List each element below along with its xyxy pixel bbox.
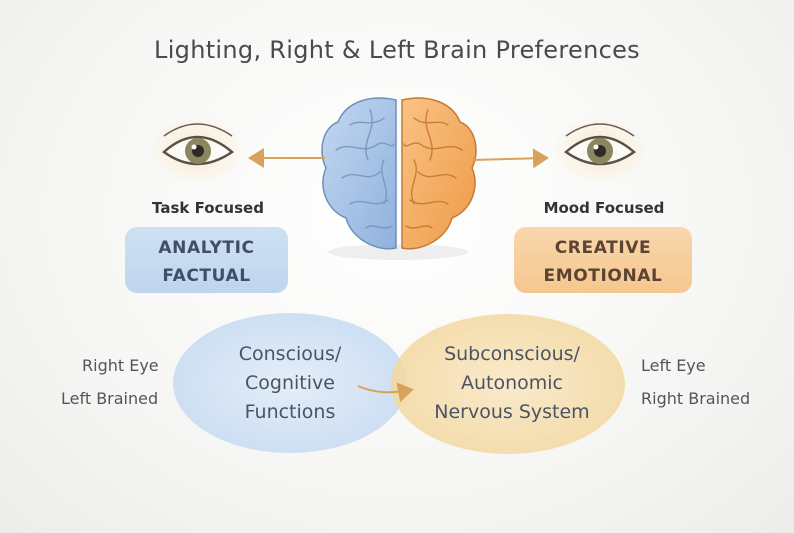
analytic-factual-box: ANALYTIC FACTUAL bbox=[125, 227, 288, 293]
conscious-line1: Conscious/ bbox=[238, 343, 342, 365]
right-eye-label: Right Eye bbox=[82, 356, 159, 375]
diagram-title: Lighting, Right & Left Brain Preferences bbox=[154, 36, 640, 64]
left-brained-label: Left Brained bbox=[61, 389, 159, 408]
ellipse-arrow bbox=[357, 382, 414, 403]
task-focused-label: Task Focused bbox=[152, 199, 264, 217]
right-hemisphere bbox=[401, 97, 477, 250]
creative-emotional-box: CREATIVE EMOTIONAL bbox=[514, 227, 692, 293]
conscious-text: Conscious/ Cognitive Functions bbox=[200, 340, 380, 427]
left-eye-icon bbox=[552, 116, 648, 184]
conscious-line3: Functions bbox=[244, 401, 336, 423]
subconscious-text: Subconscious/ Autonomic Nervous System bbox=[412, 340, 612, 427]
subconscious-line2: Autonomic bbox=[460, 372, 563, 394]
subconscious-line3: Nervous System bbox=[434, 401, 590, 423]
brain-icon bbox=[321, 97, 477, 260]
subconscious-ellipse bbox=[391, 314, 625, 454]
right-eye-icon bbox=[149, 116, 245, 184]
creative-label: CREATIVE bbox=[554, 238, 652, 258]
left-eye-label: Left Eye bbox=[641, 356, 706, 375]
left-hemisphere bbox=[321, 97, 397, 250]
right-brained-label: Right Brained bbox=[641, 389, 751, 408]
subconscious-line1: Subconscious/ bbox=[444, 343, 580, 365]
arrow-to-right-eye bbox=[471, 148, 549, 169]
factual-label: FACTUAL bbox=[162, 266, 251, 286]
emotional-label: EMOTIONAL bbox=[543, 266, 663, 286]
conscious-ellipse bbox=[173, 313, 407, 453]
analytic-label: ANALYTIC bbox=[158, 238, 255, 258]
mood-focused-label: Mood Focused bbox=[543, 199, 665, 217]
conscious-line2: Cognitive bbox=[245, 372, 335, 394]
